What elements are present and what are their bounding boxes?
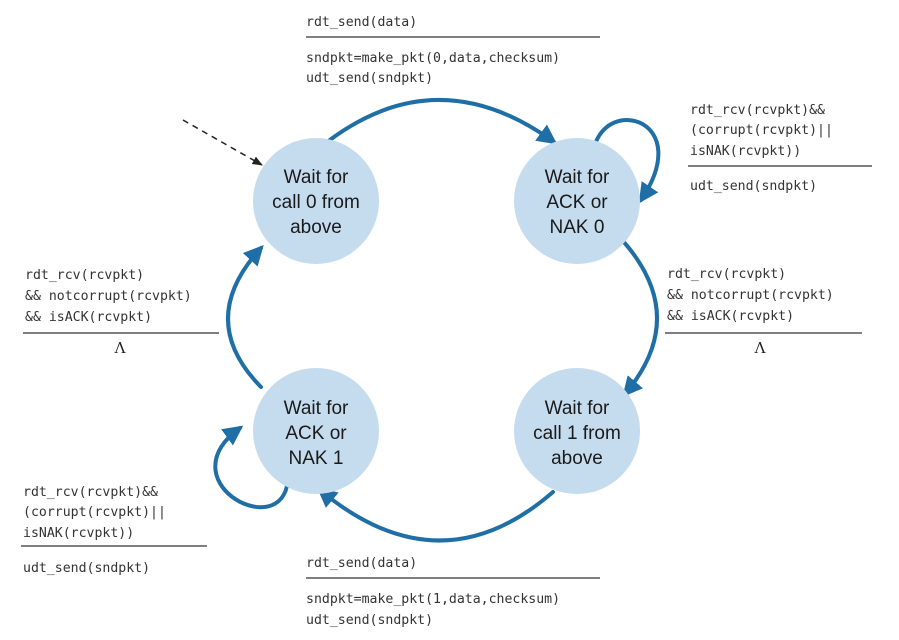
transition-event: isNAK(rcvpkt)) xyxy=(690,144,801,159)
transition-label-bottom: rdt_send(data) sndpkt=make_pkt(1,data,ch… xyxy=(306,556,600,628)
transition-event: rdt_rcv(rcvpkt)&& xyxy=(23,485,158,500)
transition-arc-left xyxy=(226,245,264,389)
transition-action: udt_send(sndpkt) xyxy=(23,561,150,576)
state-label-line: Wait for xyxy=(284,167,349,188)
state-label-line: above xyxy=(290,217,342,238)
state-circle xyxy=(253,138,379,264)
state-wait-call-0: Wait for call 0 from above xyxy=(253,138,379,264)
transition-label-left: rdt_rcv(rcvpkt) && notcorrupt(rcvpkt) &&… xyxy=(23,268,219,357)
state-label-line: call 0 from xyxy=(272,192,360,213)
transition-event: && isACK(rcvpkt) xyxy=(25,310,152,325)
transition-event: rdt_rcv(rcvpkt)&& xyxy=(690,103,825,118)
transition-label-top: rdt_send(data) sndpkt=make_pkt(0,data,ch… xyxy=(306,15,600,86)
transition-action: sndpkt=make_pkt(0,data,checksum) xyxy=(306,51,560,66)
transition-event: (corrupt(rcvpkt)|| xyxy=(23,505,166,520)
state-wait-ack-nak-0: Wait for ACK or NAK 0 xyxy=(514,138,640,264)
transition-event: rdt_send(data) xyxy=(306,556,417,571)
state-label-line: Wait for xyxy=(545,167,610,188)
transition-action: sndpkt=make_pkt(1,data,checksum) xyxy=(306,592,560,607)
transition-arc-top xyxy=(320,98,558,148)
state-wait-ack-nak-1: Wait for ACK or NAK 1 xyxy=(253,368,379,494)
transition-arc-bottom xyxy=(316,487,555,543)
transition-arc-right xyxy=(621,239,659,398)
transition-event: rdt_rcv(rcvpkt) xyxy=(25,268,144,283)
transition-event: isNAK(rcvpkt)) xyxy=(23,526,134,541)
transition-event: rdt_rcv(rcvpkt) xyxy=(667,267,786,282)
state-label-line: above xyxy=(551,448,603,469)
state-circle xyxy=(514,138,640,264)
transition-event: && isACK(rcvpkt) xyxy=(667,309,794,324)
state-label-line: call 1 from xyxy=(533,423,621,444)
transition-label-right: rdt_rcv(rcvpkt) && notcorrupt(rcvpkt) &&… xyxy=(665,267,862,357)
transition-event: && notcorrupt(rcvpkt) xyxy=(25,289,192,304)
state-label-line: NAK 1 xyxy=(289,448,344,469)
state-label-line: ACK or xyxy=(285,423,347,444)
transition-action: udt_send(sndpkt) xyxy=(306,613,433,628)
initial-state-arrow xyxy=(182,119,263,166)
transition-action: Λ xyxy=(754,339,766,357)
state-circle xyxy=(514,368,640,494)
transition-label-self-ack-nak-0: rdt_rcv(rcvpkt)&& (corrupt(rcvpkt)|| isN… xyxy=(688,103,872,194)
transition-label-self-ack-nak-1: rdt_rcv(rcvpkt)&& (corrupt(rcvpkt)|| isN… xyxy=(21,485,207,576)
state-label-line: ACK or xyxy=(546,192,608,213)
state-label-line: Wait for xyxy=(284,398,349,419)
transition-action: Λ xyxy=(114,339,126,357)
transition-action: udt_send(sndpkt) xyxy=(690,179,817,194)
self-loop-arc-ack-nak-0 xyxy=(592,118,661,204)
state-label-line: NAK 0 xyxy=(550,217,605,238)
transition-event: (corrupt(rcvpkt)|| xyxy=(690,123,833,138)
state-wait-call-1: Wait for call 1 from above xyxy=(514,368,640,494)
state-circle xyxy=(253,368,379,494)
transition-event: && notcorrupt(rcvpkt) xyxy=(667,288,834,303)
transition-event: rdt_send(data) xyxy=(306,15,417,30)
state-label-line: Wait for xyxy=(545,398,610,419)
self-loop-arc-ack-nak-1 xyxy=(213,425,289,510)
transition-action: udt_send(sndpkt) xyxy=(306,71,433,86)
